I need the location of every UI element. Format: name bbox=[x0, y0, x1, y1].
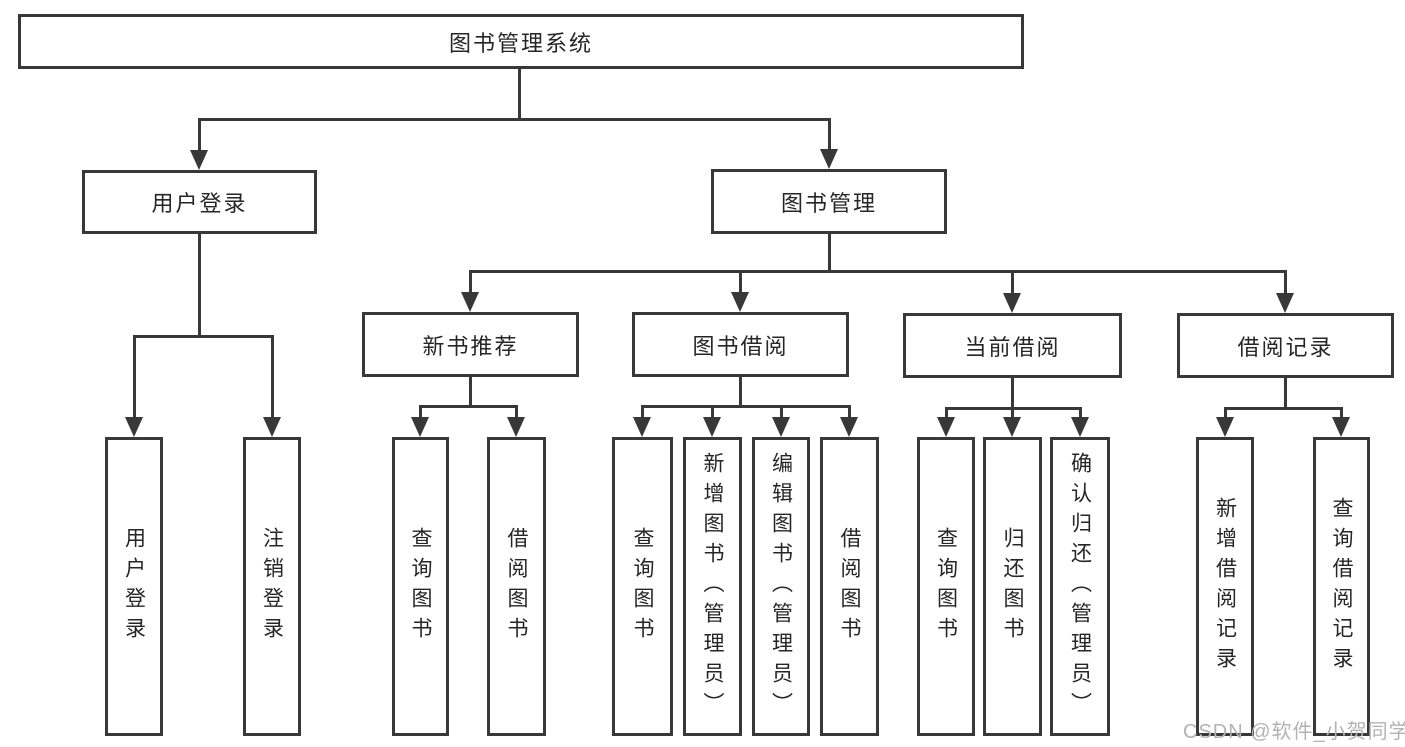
connector-vline bbox=[132, 336, 136, 418]
connector-vline bbox=[517, 69, 521, 120]
watermark: CSDN @软件_小贺同学 bbox=[1183, 721, 1405, 743]
connector-vline bbox=[468, 271, 472, 294]
node-leaf-edit-books-admin: 编辑图书（管理员） bbox=[752, 437, 810, 736]
arrow-down-icon bbox=[703, 417, 721, 437]
connector-vline bbox=[197, 234, 201, 337]
arrow-down-icon bbox=[1071, 417, 1089, 437]
arrow-down-icon bbox=[1216, 417, 1234, 437]
connector-hline bbox=[468, 269, 1287, 273]
connector-vline bbox=[847, 406, 851, 419]
connector-vline bbox=[197, 118, 201, 152]
node-leaf-query-books-recommend: 查询图书 bbox=[392, 437, 449, 736]
node-root-system: 图书管理系统 bbox=[18, 14, 1024, 69]
arrow-down-icon bbox=[461, 292, 479, 312]
node-leaf-user-login: 用户登录 bbox=[105, 437, 163, 736]
connector-vline bbox=[418, 406, 422, 419]
arrow-down-icon bbox=[633, 417, 651, 437]
node-leaf-add-borrow-record: 新增借阅记录 bbox=[1196, 437, 1254, 736]
node-leaf-query-books-current: 查询图书 bbox=[917, 437, 975, 736]
arrow-down-icon bbox=[731, 292, 749, 312]
node-current-borrow: 当前借阅 bbox=[903, 313, 1122, 378]
node-leaf-query-borrow-record: 查询借阅记录 bbox=[1313, 437, 1370, 736]
node-leaf-query-books-borrow: 查询图书 bbox=[612, 437, 673, 736]
node-user-login: 用户登录 bbox=[82, 170, 317, 234]
connector-vline bbox=[1339, 408, 1343, 419]
arrow-down-icon bbox=[772, 417, 790, 437]
connector-vline bbox=[1283, 271, 1287, 295]
arrow-down-icon bbox=[125, 417, 143, 437]
connector-vline bbox=[779, 406, 783, 419]
connector-vline bbox=[1010, 271, 1014, 295]
node-leaf-borrow-books-recommend: 借阅图书 bbox=[487, 437, 546, 736]
arrow-down-icon bbox=[1276, 293, 1294, 313]
connector-vline bbox=[640, 406, 644, 419]
connector-vline bbox=[1010, 378, 1014, 410]
connector-hline bbox=[197, 117, 831, 121]
arrow-down-icon bbox=[190, 150, 208, 170]
arrow-down-icon bbox=[507, 417, 525, 437]
connector-vline bbox=[1010, 408, 1014, 419]
connector-vline bbox=[270, 336, 274, 418]
connector-hline bbox=[132, 334, 274, 338]
arrow-down-icon bbox=[1332, 417, 1350, 437]
node-book-management: 图书管理 bbox=[711, 169, 947, 234]
node-leaf-return-books: 归还图书 bbox=[983, 437, 1042, 736]
connector-vline bbox=[710, 406, 714, 419]
arrow-down-icon bbox=[937, 417, 955, 437]
node-leaf-confirm-return-admin: 确认归还（管理员） bbox=[1050, 437, 1110, 736]
connector-hline bbox=[944, 406, 1082, 410]
node-book-borrow: 图书借阅 bbox=[632, 312, 849, 377]
connector-vline bbox=[468, 377, 472, 408]
arrow-down-icon bbox=[1003, 417, 1021, 437]
connector-hline bbox=[418, 404, 518, 408]
arrow-down-icon bbox=[820, 149, 838, 169]
arrow-down-icon bbox=[840, 417, 858, 437]
connector-vline bbox=[738, 271, 742, 294]
node-new-book-recommend: 新书推荐 bbox=[362, 312, 579, 377]
connector-hline bbox=[640, 404, 851, 408]
connector-vline bbox=[827, 118, 831, 151]
connector-vline bbox=[1223, 408, 1227, 419]
connector-hline bbox=[1223, 406, 1343, 410]
connector-vline bbox=[514, 406, 518, 419]
connector-vline bbox=[738, 377, 742, 408]
connector-vline bbox=[944, 408, 948, 419]
connector-vline bbox=[1283, 378, 1287, 410]
node-leaf-borrow-books: 借阅图书 bbox=[820, 437, 879, 736]
arrow-down-icon bbox=[263, 417, 281, 437]
connector-vline bbox=[1078, 408, 1082, 419]
node-leaf-add-books-admin: 新增图书（管理员） bbox=[683, 437, 742, 736]
node-borrow-records: 借阅记录 bbox=[1177, 313, 1394, 378]
arrow-down-icon bbox=[1003, 293, 1021, 313]
node-leaf-logout: 注销登录 bbox=[243, 437, 301, 736]
arrow-down-icon bbox=[411, 417, 429, 437]
connector-vline bbox=[827, 234, 831, 273]
